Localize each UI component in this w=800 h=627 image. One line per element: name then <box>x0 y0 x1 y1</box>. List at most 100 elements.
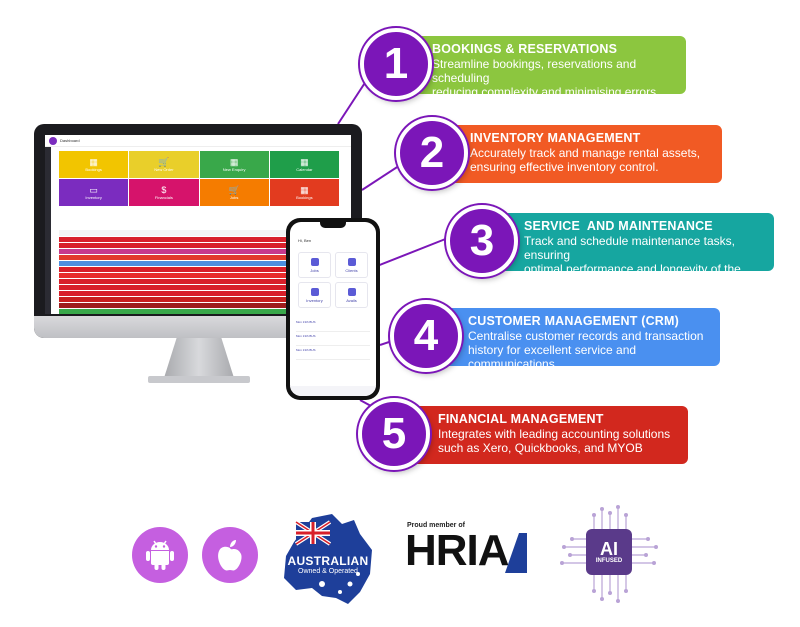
feature-2-badge: 2 <box>396 117 468 189</box>
feature-5-banner: FINANCIAL MANAGEMENT Integrates with lea… <box>396 406 688 464</box>
dashboard-tile[interactable]: 🛒New Order <box>129 151 199 178</box>
feature-2-title: INVENTORY MANAGEMENT <box>470 131 641 145</box>
table-row[interactable] <box>59 267 339 272</box>
list-item[interactable]: Mon 13th BUS <box>296 318 370 332</box>
feature-3-title: SERVICE AND MAINTENANCE <box>524 219 713 233</box>
calendar-icon: ▦ <box>300 184 309 195</box>
table-row[interactable] <box>59 255 339 260</box>
calendar-icon: ▦ <box>229 156 239 167</box>
document-icon <box>310 257 319 266</box>
feature-4-title: CUSTOMER MANAGEMENT (CRM) <box>468 314 680 328</box>
phone-menu-card[interactable]: Clients <box>335 252 368 278</box>
dollar-icon: $ <box>161 184 167 195</box>
monitor-chin <box>34 316 362 338</box>
table-row[interactable] <box>59 261 339 266</box>
monitor-stand <box>164 338 234 378</box>
dashboard-tile-label: Inventory <box>85 194 102 200</box>
phone-menu-label: Clients <box>345 267 358 273</box>
dashboard-tile-label: Bookings <box>85 166 102 172</box>
monitor-stand-base <box>148 376 250 383</box>
table-row[interactable] <box>59 279 339 284</box>
hria-tagline: Proud member of <box>407 522 465 529</box>
dashboard-title: Dashboard <box>60 138 80 143</box>
feature-1-line1: Streamline bookings, reservations and sc… <box>432 57 637 85</box>
phone-greeting: Hi, Ben <box>298 238 312 243</box>
feature-5-badge: 5 <box>358 398 430 470</box>
table-row[interactable] <box>59 303 339 308</box>
desktop-monitor: Dashboard ▦Bookings🛒New Order▦New Enquir… <box>34 124 362 338</box>
ai-label: AI <box>600 539 618 559</box>
ai-infused-logo: AI INFUSED <box>558 505 660 605</box>
dashboard-tile[interactable]: ▦New Enquiry <box>199 151 269 178</box>
phone-menu-card[interactable]: Inventory <box>298 282 331 308</box>
australian-title: AUSTRALIAN <box>287 554 369 568</box>
dashboard-tile[interactable]: ▦Bookings <box>269 179 339 206</box>
feature-5-line2: such as Xero, Quickbooks, and MYOB <box>438 441 643 455</box>
table-row[interactable] <box>59 297 339 302</box>
feature-3-badge: 3 <box>446 205 518 277</box>
feature-3-banner: SERVICE AND MAINTENANCE Track and schedu… <box>484 213 774 290</box>
australian-subtitle: Owned & Operated <box>298 568 358 575</box>
phone-bottom-nav <box>290 386 376 396</box>
australian-owned-logo: AUSTRALIAN Owned & Operated <box>282 512 374 608</box>
feature-1-banner: BOOKINGS & RESERVATIONS Streamline booki… <box>392 36 686 99</box>
feature-4-badge: 4 <box>390 300 462 372</box>
ai-infused-label: INFUSED <box>595 558 623 564</box>
feature-5-title: FINANCIAL MANAGEMENT <box>438 412 604 426</box>
dashboard-tile[interactable]: 🛒Jobs <box>199 179 269 206</box>
cart-icon: 🛒 <box>228 184 240 195</box>
dashboard-tile[interactable]: ▦Bookings <box>59 151 129 178</box>
dashboard-sidebar <box>45 147 51 314</box>
inbox-icon: ▭ <box>89 184 98 195</box>
dashboard-tile[interactable]: ▭Inventory <box>59 179 129 206</box>
phone-menu-label: Avails <box>346 297 357 303</box>
feature-5-line1: Integrates with leading accounting solut… <box>438 427 671 441</box>
feature-1-badge: 1 <box>360 28 432 100</box>
feature-1-line2: reducing complexity and minimising error… <box>432 85 660 99</box>
hria-member-logo: Proud member of HRIA <box>405 522 531 586</box>
dashboard-tile-label: Jobs <box>229 194 239 200</box>
table-row[interactable] <box>59 273 339 278</box>
people-icon <box>347 257 356 266</box>
bookings-table <box>59 230 339 314</box>
cart-icon: 🛒 <box>158 156 170 167</box>
feature-4-line2: history for excellent service and commun… <box>468 343 637 371</box>
phone-notch <box>320 222 346 228</box>
dashboard-topbar: Dashboard <box>45 135 351 147</box>
phone-menu-card[interactable]: Avails <box>335 282 368 308</box>
phone-menu-label: Jobs <box>310 267 319 273</box>
table-row[interactable] <box>59 243 339 248</box>
table-row[interactable] <box>59 237 339 242</box>
feature-1-title: BOOKINGS & RESERVATIONS <box>432 42 618 56</box>
list-item[interactable]: Mon 13th BUS <box>296 346 370 360</box>
feature-2-banner: INVENTORY MANAGEMENT Accurately track an… <box>430 125 722 183</box>
table-row[interactable] <box>59 249 339 254</box>
feature-3-line1: Track and schedule maintenance tasks, en… <box>524 234 736 262</box>
calendar-icon: ▦ <box>89 156 98 167</box>
dashboard-tile-label: Financials <box>154 194 173 200</box>
dashboard-tile[interactable]: ▦Calendar <box>269 151 339 178</box>
dashboard-screen: Dashboard ▦Bookings🛒New Order▦New Enquir… <box>45 135 351 314</box>
dashboard-tile-label: Bookings <box>296 194 313 200</box>
dashboard-tiles: ▦Bookings🛒New Order▦New Enquiry▦Calendar… <box>59 151 339 206</box>
dashboard-tile-label: New Order <box>154 166 174 172</box>
table-row[interactable] <box>59 309 339 314</box>
dashboard-tile-label: New Enquiry <box>222 166 246 172</box>
box-icon <box>310 287 319 296</box>
android-icon <box>132 527 188 583</box>
hria-wordmark: HRIA <box>405 526 510 575</box>
table-row[interactable] <box>59 291 339 296</box>
table-row[interactable] <box>59 285 339 290</box>
dashboard-tile[interactable]: $Financials <box>129 179 199 206</box>
feature-4-line1: Centralise customer records and transact… <box>468 329 704 343</box>
feature-4-banner: CUSTOMER MANAGEMENT (CRM) Centralise cus… <box>428 308 720 371</box>
list-item[interactable]: Mon 13th BUS <box>296 332 370 346</box>
phone-menu-label: Inventory <box>306 297 323 303</box>
box-icon <box>347 287 356 296</box>
table-header <box>59 230 339 236</box>
feature-2-line1: Accurately track and manage rental asset… <box>470 146 701 160</box>
phone-menu-card[interactable]: Jobs <box>298 252 331 278</box>
